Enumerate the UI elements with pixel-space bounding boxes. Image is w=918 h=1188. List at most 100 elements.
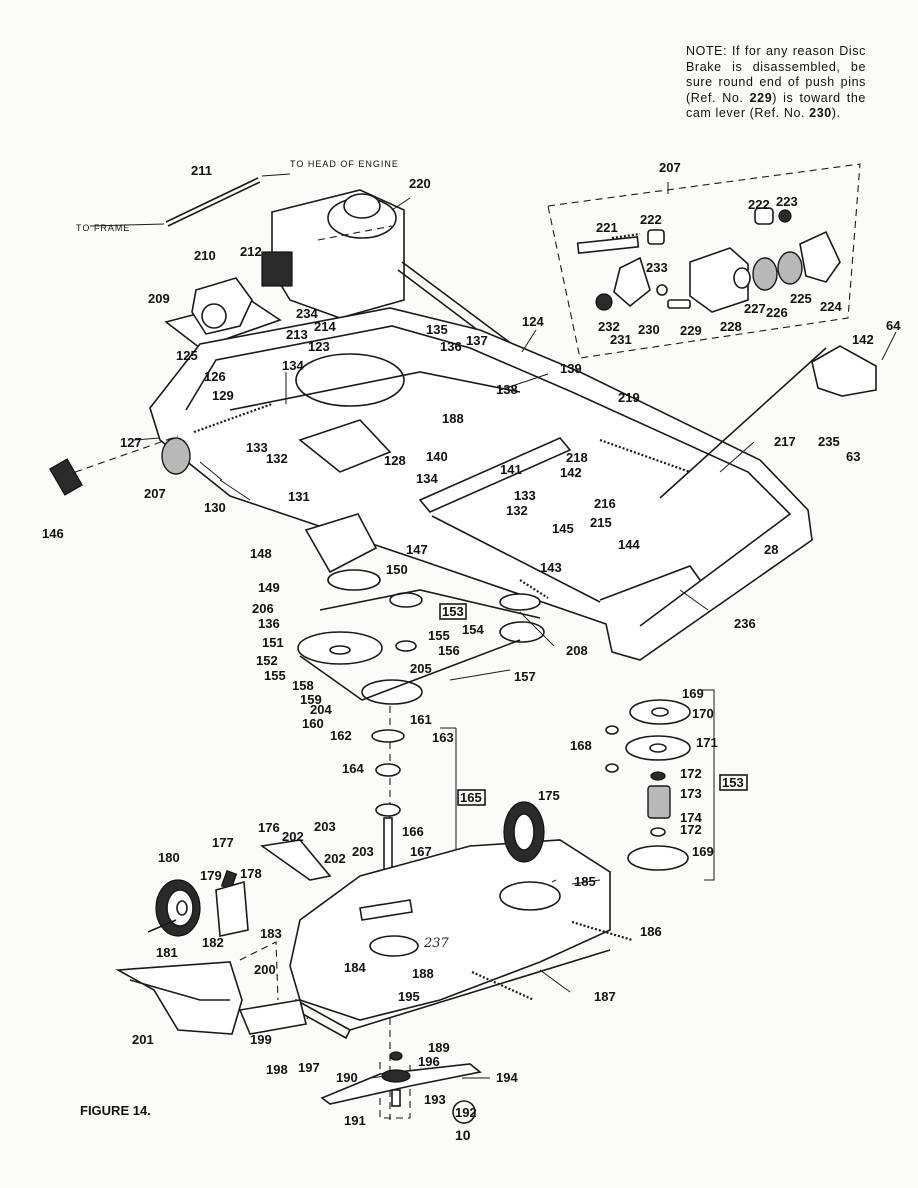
- part-label: 191: [344, 1113, 366, 1128]
- part-label: 172: [680, 766, 702, 781]
- part-label: 202: [282, 829, 304, 844]
- part-label: 151: [262, 635, 284, 650]
- deck-bracket: [359, 899, 413, 921]
- part-label: 167: [410, 844, 432, 859]
- clutch-bracket: [811, 345, 877, 397]
- idler-arm: [304, 513, 378, 574]
- part-label: 143: [540, 560, 562, 575]
- part-label: 171: [696, 735, 718, 750]
- part-label: 188: [412, 966, 434, 981]
- pulley-hub: [647, 785, 671, 819]
- part-label: 166: [402, 824, 424, 839]
- boxed-part-label: 153: [722, 775, 744, 790]
- brake-caliper: [689, 247, 749, 313]
- part-label: 185: [574, 874, 596, 889]
- circled-label-ring: [452, 1100, 476, 1124]
- part-label: 213: [286, 327, 308, 342]
- part-label: 201: [132, 1032, 154, 1047]
- part-label: 228: [720, 319, 742, 334]
- part-label: 209: [148, 291, 170, 306]
- wheel-bolt: [147, 919, 177, 933]
- part-label: 174: [680, 810, 702, 825]
- part-label: 198: [266, 1062, 288, 1077]
- part-label: 193: [424, 1092, 446, 1107]
- blade-bolt: [391, 1089, 401, 1107]
- note-text-prefix: NOTE: If for any reason Disc Brake is di…: [686, 44, 866, 105]
- part-label: 136: [258, 616, 280, 631]
- part-label: 170: [692, 706, 714, 721]
- part-label: 236: [734, 616, 756, 631]
- part-label: 177: [212, 835, 234, 850]
- part-label: 205: [410, 661, 432, 676]
- spindle-mount: [369, 935, 419, 957]
- callout-to-frame: TO FRAME: [76, 223, 130, 233]
- pulley-half-upper: [629, 699, 691, 725]
- part-label: 138: [496, 382, 518, 397]
- part-label: 194: [496, 1070, 518, 1085]
- part-label: 148: [250, 546, 272, 561]
- part-label: 180: [158, 850, 180, 865]
- part-label: 204: [310, 702, 332, 717]
- part-label: 222: [640, 212, 662, 227]
- part-label: 235: [818, 434, 840, 449]
- part-label: 200: [254, 962, 276, 977]
- part-label: 157: [514, 669, 536, 684]
- brake-spring: [611, 232, 641, 240]
- part-label: 126: [204, 369, 226, 384]
- discharge-chute: [115, 961, 243, 1035]
- part-label: 145: [552, 521, 574, 536]
- mower-frame: [49, 307, 877, 661]
- part-label: 210: [194, 248, 216, 263]
- part-label: 144: [618, 537, 640, 552]
- part-label: 149: [258, 580, 280, 595]
- idler-pulley: [395, 640, 417, 652]
- part-label: 140: [426, 449, 448, 464]
- engine-carburetor: [261, 251, 293, 287]
- part-label: 133: [246, 440, 268, 455]
- part-label: 187: [594, 989, 616, 1004]
- pulley-half-lower: [625, 735, 691, 761]
- mower-deck: [259, 801, 633, 1040]
- deck-shell: [289, 839, 611, 1021]
- part-label: 154: [462, 622, 484, 637]
- part-label: 156: [438, 643, 460, 658]
- part-label: 28: [764, 542, 778, 557]
- part-label: 160: [302, 716, 324, 731]
- brake-nut-adjust: [595, 293, 613, 311]
- part-label: 219: [618, 390, 640, 405]
- part-label: 226: [766, 305, 788, 320]
- blade-adapter: [381, 1069, 411, 1083]
- part-label: 207: [659, 160, 681, 175]
- callout-to-head-of-engine: TO HEAD OF ENGINE: [290, 159, 399, 169]
- boxed-part-label: 165: [460, 790, 482, 805]
- part-label: 142: [560, 465, 582, 480]
- mower-blade: [320, 1063, 482, 1105]
- part-label: 161: [410, 712, 432, 727]
- part-label: 231: [610, 332, 632, 347]
- page-number: 10: [455, 1127, 471, 1143]
- part-number-labels: 211 220 207 222 223 221 222 233 210 212 …: [42, 160, 901, 1128]
- disc-brake-note: NOTE: If for any reason Disc Brake is di…: [686, 44, 866, 122]
- part-label: 179: [200, 868, 222, 883]
- part-label: 202: [324, 851, 346, 866]
- pulley-base: [627, 845, 689, 871]
- part-label: 215: [590, 515, 612, 530]
- note-text-suffix: ).: [831, 106, 841, 120]
- part-label: 175: [538, 788, 560, 803]
- brake-washer: [656, 284, 668, 296]
- part-label: 188: [442, 411, 464, 426]
- part-label: 146: [42, 526, 64, 541]
- spindle-housing-top: [371, 729, 405, 743]
- part-label: 178: [240, 866, 262, 881]
- belt-spring: [519, 579, 549, 599]
- deck-spring-186: [571, 920, 633, 942]
- part-label: 232: [598, 319, 620, 334]
- pulley-157: [361, 679, 423, 705]
- spindle-shaft: [383, 817, 393, 871]
- cam-lever: [613, 256, 651, 308]
- part-label: 190: [336, 1070, 358, 1085]
- part-label: 147: [406, 542, 428, 557]
- part-label: 141: [500, 462, 522, 477]
- push-pin: [667, 299, 691, 309]
